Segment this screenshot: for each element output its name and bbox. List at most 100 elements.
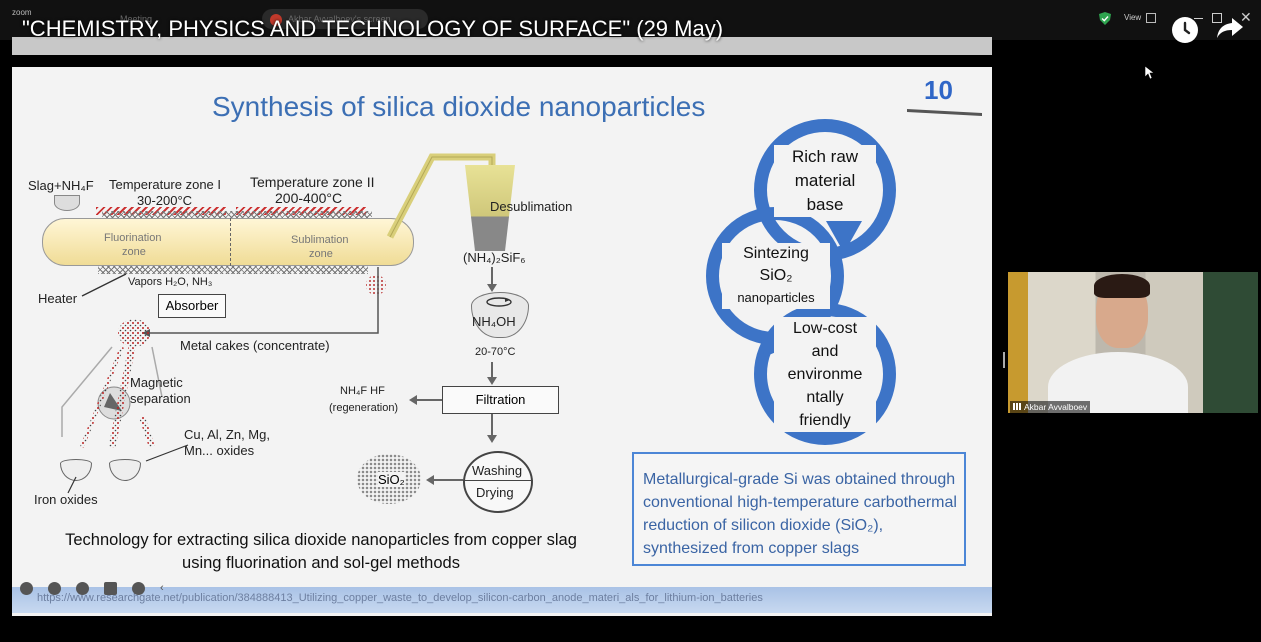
zone1-label: Temperature zone I xyxy=(109,177,222,192)
signal-icon xyxy=(1013,403,1021,410)
screen-share-label: Akbar Avvalboev's screen xyxy=(288,14,391,24)
zone-divider xyxy=(230,218,231,266)
pen-icon[interactable] xyxy=(76,582,89,595)
insulation-bottom xyxy=(98,266,368,274)
slag-label: Slag+NH₄F xyxy=(28,178,94,193)
slide-title: Synthesis of silica dioxide nanoparticle… xyxy=(212,91,706,122)
arrow-head xyxy=(426,475,434,485)
sio2-label: SiO₂ xyxy=(378,472,405,487)
cycle-step-1-line: base xyxy=(806,195,844,214)
clock-icon[interactable] xyxy=(1172,17,1198,43)
security-shield-icon[interactable] xyxy=(1099,12,1111,25)
cycle-step-2-line: nanoparticles xyxy=(737,290,815,305)
minimize-icon[interactable] xyxy=(1194,18,1203,19)
share-arrow-icon[interactable] xyxy=(1216,16,1244,40)
slide-number: 10 xyxy=(924,75,953,105)
cycle-arrow-1 xyxy=(826,221,862,253)
collapse-icon[interactable]: ‹ xyxy=(160,582,164,594)
slide-top-strip xyxy=(12,37,992,55)
fluorination-zone-label: Fluorination xyxy=(104,232,162,244)
oxides-label: Cu, Al, Zn, Mg, xyxy=(184,427,270,442)
restore-icon[interactable] xyxy=(1212,13,1222,23)
cycle-step-3-line: ntally xyxy=(806,389,844,406)
sublimation-zone-label-2: zone xyxy=(309,248,333,260)
cycle-step-1-line: Rich raw xyxy=(791,147,859,166)
view-grid-icon[interactable] xyxy=(1146,13,1156,23)
oxides-label-2: Mn... oxides xyxy=(184,443,255,458)
sublimate-powder xyxy=(366,275,386,295)
magnetic-separator xyxy=(61,319,163,448)
arrow-shaft xyxy=(491,362,493,378)
reactor-tube xyxy=(42,218,414,266)
source-url-bar: https://www.researchgate.net/publication… xyxy=(12,587,992,613)
screen-share-tab[interactable]: Akbar Avvalboev's screen xyxy=(262,9,428,29)
cycle-step-2: Sintezing SiO₂ nanoparticles xyxy=(722,243,830,309)
panel-resize-handle[interactable] xyxy=(1003,352,1005,368)
participant-video[interactable] xyxy=(1008,272,1258,413)
absorber-box: Absorber xyxy=(158,294,226,318)
zoom-top-bar xyxy=(0,0,1261,40)
cycle-step-3: Low-cost and environme ntally friendly xyxy=(774,317,876,432)
slag-bowl xyxy=(54,195,80,211)
desublimation-vessel xyxy=(465,165,515,251)
video-title: "CHEMISTRY, PHYSICS AND TECHNOLOGY OF SU… xyxy=(22,16,724,41)
close-icon[interactable]: ✕ xyxy=(1240,9,1252,25)
cycle-step-1: Rich raw material base xyxy=(774,145,876,217)
filtration-box: Filtration xyxy=(442,386,559,414)
washing-drying-vessel xyxy=(463,451,533,513)
oxides-pointer xyxy=(145,444,189,462)
oxides-bowl xyxy=(109,459,141,481)
arrow-shaft xyxy=(416,399,442,401)
desublimation-label: Desublimation xyxy=(490,199,573,214)
previous-slide-icon[interactable] xyxy=(20,582,33,595)
more-options-icon[interactable] xyxy=(132,582,145,595)
regenerated-reagent-label: NH₄F HF xyxy=(340,385,385,397)
slide-number-underline xyxy=(907,109,982,116)
arrow-head xyxy=(487,284,497,292)
vapors-label: Vapors H₂O, NH₃ xyxy=(128,276,213,288)
source-url[interactable]: https://www.researchgate.net/publication… xyxy=(37,592,763,604)
fluorination-zone-label-2: zone xyxy=(122,246,146,258)
nh4oh-reactor xyxy=(471,292,529,338)
slide-caption: Technology for extracting silica dioxide… xyxy=(65,531,577,572)
mouse-cursor-icon xyxy=(1145,66,1155,80)
slideshow-controls: ‹ xyxy=(10,576,190,600)
cycle-step-1-line: material xyxy=(794,171,856,190)
heater-pointer xyxy=(81,273,127,297)
iron-oxides-pointer xyxy=(67,476,77,494)
zone2-temp: 200-400°C xyxy=(275,190,343,206)
zone2-label: Temperature zone II xyxy=(250,174,375,190)
sublimation-zone-label: Sublimation xyxy=(291,234,349,246)
cycle-step-3-line: Low-cost xyxy=(792,320,858,337)
arrow-head xyxy=(409,395,417,405)
arrow-shaft xyxy=(433,479,463,481)
insulation-top xyxy=(102,211,372,219)
ammonium-fluorosilicate-label: (NH₄)₂SiF₆ xyxy=(463,250,526,265)
zone1-temp: 30-200°C xyxy=(137,193,193,208)
nh4oh-label: NH₄OH xyxy=(472,314,516,329)
nh4oh-temp: 20-70°C xyxy=(475,346,516,358)
view-button[interactable]: View xyxy=(1124,13,1142,22)
app-name: zoom xyxy=(12,8,32,17)
metal-cakes-label: Metal cakes (concentrate) xyxy=(180,338,330,353)
presentation-slide: Synthesis of silica dioxide nanoparticle… xyxy=(12,67,992,616)
cycle-step-3-line: environme xyxy=(787,366,863,383)
arrow-head xyxy=(487,435,497,443)
meeting-tab[interactable]: Meeting xyxy=(120,14,153,24)
vapor-pipe xyxy=(386,153,496,239)
arrow-head xyxy=(487,377,497,385)
next-slide-icon[interactable] xyxy=(48,582,61,595)
slides-grid-icon[interactable] xyxy=(104,582,117,595)
cycle-step-3-line: friendly xyxy=(799,412,851,429)
iron-oxides-label: Iron oxides xyxy=(34,492,98,507)
magnetic-label: Magnetic xyxy=(130,375,183,390)
participant-name: Akbar Avvalboev xyxy=(1024,402,1088,412)
arrow-shaft xyxy=(491,267,493,285)
participant-hair xyxy=(1094,274,1150,298)
arrow-shaft xyxy=(491,414,493,436)
participant-name-tag: Akbar Avvalboev xyxy=(1010,401,1091,413)
separation-label: separation xyxy=(130,391,191,406)
washing-drying-divider xyxy=(463,480,533,481)
heater-label: Heater xyxy=(38,291,78,306)
stirring-icon xyxy=(486,297,512,307)
